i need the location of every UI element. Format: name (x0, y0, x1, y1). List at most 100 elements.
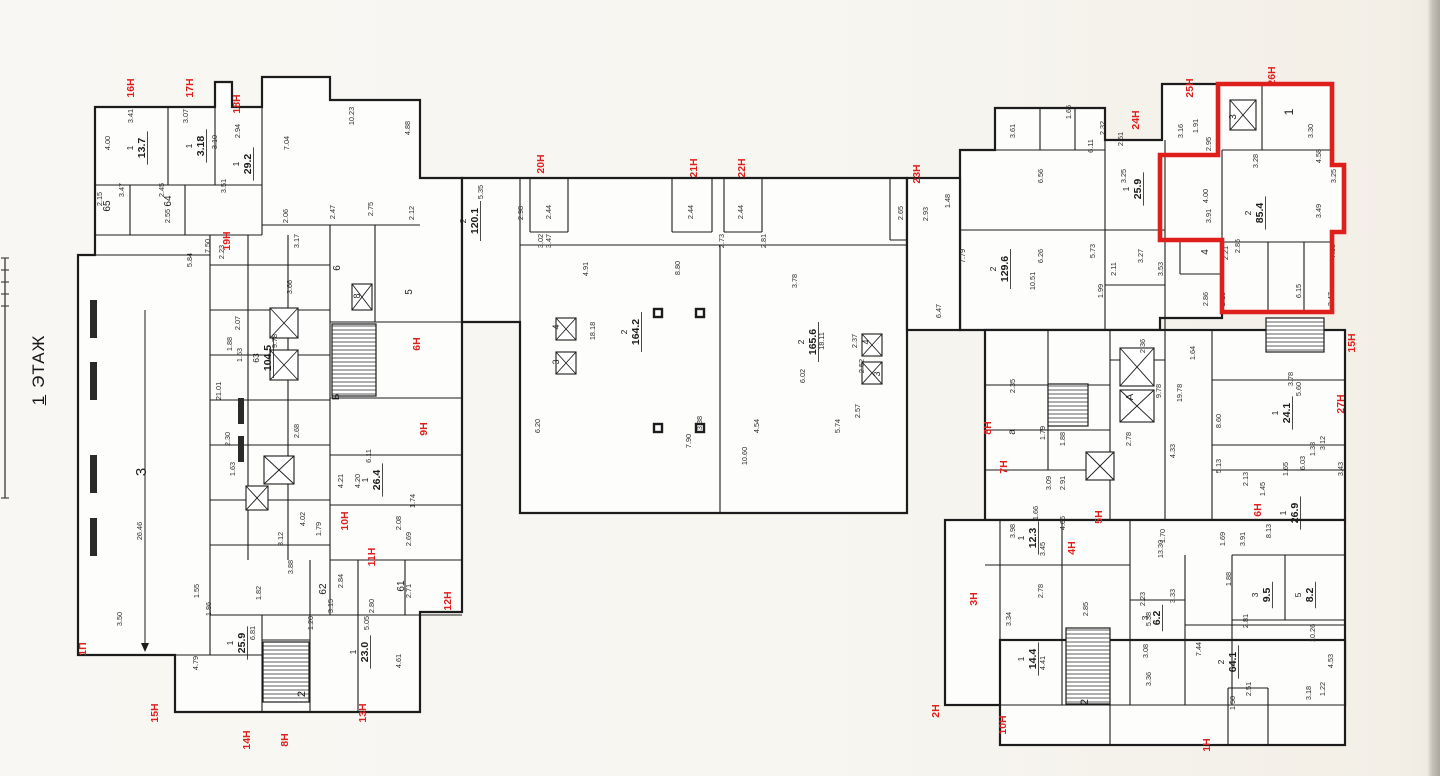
room-area-text: 14.4 (1027, 649, 1039, 670)
dimension-label-text: 1.63 (235, 348, 244, 362)
room-area-text: 64.1 (1227, 652, 1239, 673)
dimension-label-text: 3.17 (292, 234, 301, 248)
dimension-label: 4.41 (1038, 656, 1047, 670)
dimension-label-text: 5.05 (362, 616, 371, 630)
dimension-label-text: 2.94 (233, 124, 242, 138)
radiator-bar (90, 518, 97, 556)
dimension-label: 3.50 (115, 612, 124, 626)
premise-label-text: 15Н (149, 703, 161, 722)
dimension-label-text: 2.85 (1081, 602, 1090, 616)
dimension-label: 6.47 (934, 304, 943, 318)
dimension-label: 3.28 (1251, 154, 1260, 168)
plan-text: 5 (404, 289, 415, 295)
plan-text-text: а (1007, 429, 1018, 435)
dimension-label-text: 1.88 (225, 337, 234, 351)
dimension-label: 3.98 (1008, 524, 1017, 538)
dimension-label: 3.78 (1286, 372, 1295, 386)
dimension-label: 2.65 (896, 206, 905, 220)
dimension-label: 2.11 (1109, 262, 1118, 276)
dimension-label-text: 3.38 (695, 416, 704, 430)
dimension-label: 7.04 (282, 136, 291, 150)
stair-hatch (1047, 383, 1089, 427)
dimension-label-text: 8.80 (673, 261, 682, 275)
dimension-label: 3.15 (326, 599, 335, 613)
dimension-label: 1.91 (1191, 119, 1200, 133)
dimension-label: 18.11 (817, 332, 826, 350)
dimension-label-text: 3.41 (126, 109, 135, 123)
dimension-label-text: 21.01 (214, 382, 223, 400)
plan-text-text: 1 (1282, 108, 1296, 115)
dimension-label: 2.30 (223, 432, 232, 446)
dimension-label-text: 3.25 (1329, 169, 1338, 183)
dimension-label-text: 3.78 (790, 274, 799, 288)
dimension-label: 10.26 (1308, 624, 1317, 642)
premise-label-text: 19Н (221, 231, 233, 250)
dimension-label: 6.11 (364, 449, 373, 463)
room-number-text: 1 (360, 477, 370, 482)
scan-edge-shadow (1427, 0, 1440, 776)
plan-text-text: 4 (861, 339, 871, 344)
arrow-layer (141, 310, 149, 652)
dimension-label-text: 4.41 (1038, 656, 1047, 670)
dimension-label-text: 2.37 (850, 334, 859, 348)
dimension-label: 7.44 (1194, 642, 1203, 656)
dimension-label: 5.05 (362, 616, 371, 630)
dimension-label-text: 2.84 (336, 574, 345, 588)
shaft-diagonal (245, 485, 269, 511)
dimension-label-text: 1.74 (408, 494, 417, 508)
dimension-label: 6.02 (798, 369, 807, 383)
premise-label: 9Н (418, 422, 430, 435)
dimension-label-text: 2.08 (394, 516, 403, 530)
dimension-label: 4.00 (103, 136, 112, 150)
dimension-label: 9.78 (270, 334, 279, 348)
dimension-label: 21.01 (214, 382, 223, 400)
dimension-label: 1.48 (943, 194, 952, 208)
dimension-label-text: 6.03 (1298, 456, 1307, 470)
premise-label: 27Н (1335, 394, 1347, 413)
building-outline (460, 176, 909, 515)
dimension-label-text: 7.50 (203, 239, 212, 253)
shaft-diagonal (263, 455, 295, 485)
dimension-label: 3.17 (292, 234, 301, 248)
premise-label: 19Н (221, 231, 233, 250)
plan-text: Б (331, 393, 342, 400)
room-number-text: 3 (1140, 615, 1150, 620)
premise-label-text: 6Н (1252, 503, 1264, 516)
dimension-label-text: 2.51 (1116, 132, 1125, 146)
dimension-label-text: 3.50 (115, 612, 124, 626)
premise-label: 16Н (125, 78, 137, 97)
dimension-label: 2.23 (1138, 592, 1147, 606)
dimension-label-text: 3.07 (181, 109, 190, 123)
dimension-label-text: 9.78 (270, 334, 279, 348)
dimension-label-text: 2.13 (1241, 472, 1250, 486)
dimension-label: 10.60 (740, 447, 749, 465)
plan-text-text: 4 (551, 324, 561, 329)
dimension-label-text: 1.70 (1158, 529, 1167, 543)
room-number-text: 1 (225, 640, 235, 645)
dimension-label: 3.41 (126, 109, 135, 123)
room-area-text: 165.6 (807, 329, 819, 355)
dimension-label: 8.80 (673, 261, 682, 275)
premise-label-text: 3Н (968, 592, 980, 605)
dimension-label-text: 4.61 (394, 654, 403, 668)
dimension-label: 3.30 (1306, 124, 1315, 138)
dimension-label-text: 2.21 (1221, 246, 1230, 260)
dimension-label: 2.68 (292, 424, 301, 438)
dimension-label: 3.38 (695, 416, 704, 430)
dimension-label: 3.66 (285, 280, 294, 294)
dimension-label-text: 2.71 (404, 584, 413, 598)
room-number-text: 1 (1121, 186, 1131, 191)
dimension-label-text: 2.78 (1036, 584, 1045, 598)
premise-label-text: 16Н (125, 78, 137, 97)
dimension-label: 3.02 (536, 234, 545, 248)
dimension-label: 6.26 (1036, 249, 1045, 263)
premise-label: 15Н (149, 703, 161, 722)
dimension-label: 1.88 (225, 337, 234, 351)
room-area-text: 9.5 (1261, 588, 1273, 603)
highlight-layer (1157, 81, 1347, 315)
dimension-label-text: 10.26 (1308, 624, 1317, 642)
shaft-diagonal (1119, 389, 1155, 423)
